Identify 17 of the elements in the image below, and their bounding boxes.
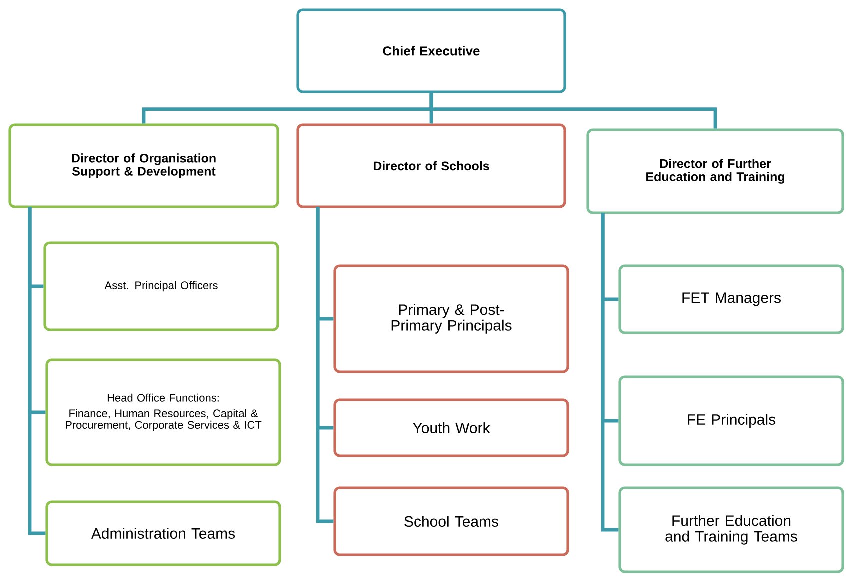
connector-line bbox=[601, 213, 619, 532]
director-box: Director of Schools bbox=[296, 124, 566, 208]
director-box: Director of Further Education and Training bbox=[586, 128, 844, 214]
connector-line bbox=[316, 207, 334, 524]
unit-box: FE Principals bbox=[618, 376, 844, 466]
unit-box: Asst. Principal Officers bbox=[44, 242, 280, 332]
connector-line bbox=[430, 93, 718, 129]
title-box: Chief Executive bbox=[296, 8, 566, 94]
director-box: Director of Organisation Support & Development bbox=[8, 124, 280, 208]
unit-box: FET Managers bbox=[618, 264, 844, 334]
unit-box: Head Office Functions: Finance, Human Resources, Capital & Procurement, Corporate Services & ICT bbox=[46, 358, 282, 466]
unit-box: Further Education and Training Teams bbox=[618, 486, 844, 574]
unit-box: Administration Teams bbox=[46, 500, 282, 566]
unit-box: School Teams bbox=[334, 486, 570, 556]
connector-line bbox=[28, 207, 46, 536]
unit-box: Youth Work bbox=[334, 398, 570, 458]
unit-box: Primary & Post-Primary Principals bbox=[334, 264, 570, 374]
